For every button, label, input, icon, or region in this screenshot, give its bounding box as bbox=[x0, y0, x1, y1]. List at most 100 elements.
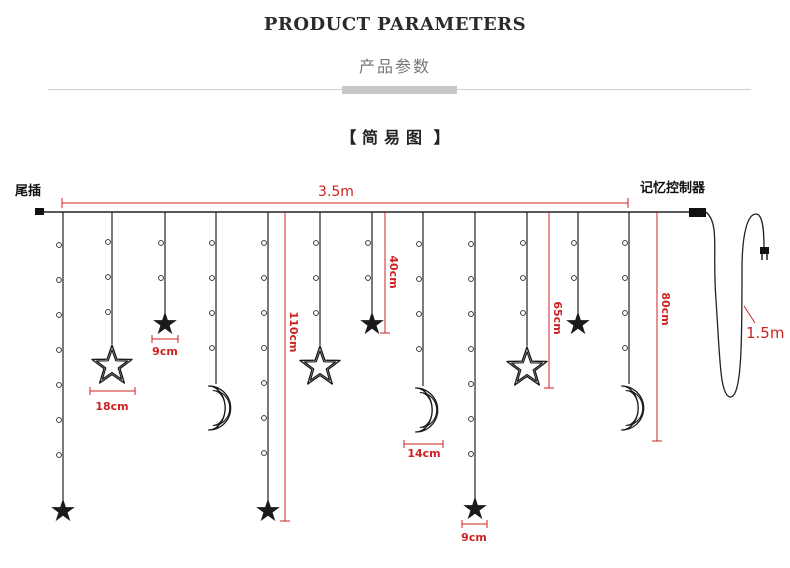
strand-6 bbox=[299, 212, 341, 385]
strand-11 bbox=[566, 212, 590, 335]
heading-text: 简易图 bbox=[361, 128, 428, 147]
led-bulb bbox=[56, 417, 62, 423]
heading-bracket-close: 】 bbox=[433, 128, 450, 147]
controller-box-icon bbox=[689, 208, 706, 217]
power-cable bbox=[705, 211, 765, 398]
moon-icon bbox=[415, 387, 439, 433]
total-length-dimension: 3.5m bbox=[61, 184, 629, 208]
led-bulb bbox=[313, 275, 319, 281]
moon-width-dimension: 14cm bbox=[403, 440, 444, 460]
led-bulb bbox=[313, 240, 319, 246]
led-bulb bbox=[468, 311, 474, 317]
page-subtitle: 产品参数 bbox=[358, 57, 431, 76]
led-bulb bbox=[468, 241, 474, 247]
strand-5 bbox=[256, 212, 280, 522]
diagram-heading: 【 简易图 】 bbox=[0, 124, 790, 148]
divider-accent bbox=[342, 86, 457, 94]
led-bulb bbox=[416, 276, 422, 282]
led-bulb bbox=[622, 310, 628, 316]
drop-80-dimension: 80cm bbox=[652, 212, 672, 442]
drop-65-label: 65cm bbox=[551, 301, 564, 334]
small-star-width-label: 9cm bbox=[152, 345, 178, 358]
drop-110-dimension: 110cm bbox=[280, 212, 300, 522]
led-bulb bbox=[468, 381, 474, 387]
led-bulb bbox=[571, 240, 577, 246]
moon-width-label: 14cm bbox=[407, 447, 440, 460]
strand-10 bbox=[506, 212, 548, 386]
drop-80-label: 80cm bbox=[659, 292, 672, 325]
led-bulb bbox=[56, 347, 62, 353]
strand-8 bbox=[415, 212, 439, 433]
strand-3 bbox=[153, 212, 177, 335]
led-bulb bbox=[622, 345, 628, 351]
led-bulb bbox=[261, 345, 267, 351]
led-bulb bbox=[209, 345, 215, 351]
moon-icon bbox=[208, 385, 232, 431]
outline-star-icon bbox=[506, 346, 548, 386]
led-bulb bbox=[622, 240, 628, 246]
led-bulb bbox=[416, 241, 422, 247]
led-bulb bbox=[158, 240, 164, 246]
led-bulb bbox=[365, 275, 371, 281]
led-bulb bbox=[56, 277, 62, 283]
led-bulb bbox=[105, 239, 111, 245]
drop-110-label: 110cm bbox=[287, 312, 300, 353]
led-bulb bbox=[261, 450, 267, 456]
outline-star-icon bbox=[299, 345, 341, 385]
tail-plug-label: 尾插 bbox=[15, 183, 41, 199]
led-bulb bbox=[261, 415, 267, 421]
led-bulb bbox=[416, 346, 422, 352]
led-bulb bbox=[56, 452, 62, 458]
led-bulb bbox=[56, 242, 62, 248]
bottom-star-width-dimension: 9cm bbox=[461, 520, 488, 544]
filled-star-icon bbox=[360, 311, 384, 335]
filled-star-icon bbox=[566, 311, 590, 335]
led-bulb bbox=[571, 275, 577, 281]
heading-bracket-open: 【 bbox=[340, 128, 357, 147]
led-bulb bbox=[520, 240, 526, 246]
led-bulb bbox=[520, 275, 526, 281]
plug-icon bbox=[760, 247, 769, 260]
strand-9 bbox=[463, 212, 487, 520]
bottom-star-width-label: 9cm bbox=[461, 531, 487, 544]
drop-40-dimension: 40cm bbox=[380, 212, 400, 334]
led-bulb bbox=[105, 309, 111, 315]
led-bulb bbox=[209, 240, 215, 246]
strand-2 bbox=[91, 212, 133, 384]
strand-4 bbox=[208, 212, 232, 431]
led-bulb bbox=[468, 451, 474, 457]
tail-plug-icon bbox=[35, 208, 44, 215]
led-bulb bbox=[56, 382, 62, 388]
led-bulb bbox=[416, 311, 422, 317]
led-bulb bbox=[209, 310, 215, 316]
moon-icon bbox=[621, 385, 645, 431]
led-bulb bbox=[56, 312, 62, 318]
led-bulb bbox=[622, 275, 628, 281]
led-bulb bbox=[261, 380, 267, 386]
led-bulb bbox=[365, 240, 371, 246]
strand-7 bbox=[360, 212, 384, 335]
led-bulb bbox=[261, 310, 267, 316]
led-bulb bbox=[261, 275, 267, 281]
strands-group bbox=[51, 212, 645, 522]
filled-star-icon bbox=[463, 496, 487, 520]
drop-40-label: 40cm bbox=[387, 255, 400, 288]
led-bulb bbox=[520, 310, 526, 316]
strand-1 bbox=[51, 212, 75, 522]
led-bulb bbox=[313, 310, 319, 316]
controller-label: 记忆控制器 bbox=[640, 180, 706, 196]
filled-star-icon bbox=[153, 311, 177, 335]
cable-length-leader bbox=[743, 305, 756, 324]
page-title: PRODUCT PARAMETERS bbox=[263, 14, 527, 35]
star-outline-width-dimension: 18cm bbox=[89, 387, 136, 413]
filled-star-icon bbox=[256, 498, 280, 522]
led-bulb bbox=[105, 274, 111, 280]
led-bulb bbox=[158, 275, 164, 281]
led-bulb bbox=[209, 275, 215, 281]
small-star-width-dimension: 9cm bbox=[151, 335, 179, 358]
led-bulb bbox=[468, 346, 474, 352]
strand-12 bbox=[621, 212, 645, 431]
star-outline-width-label: 18cm bbox=[95, 400, 128, 413]
outline-star-icon bbox=[91, 344, 133, 384]
